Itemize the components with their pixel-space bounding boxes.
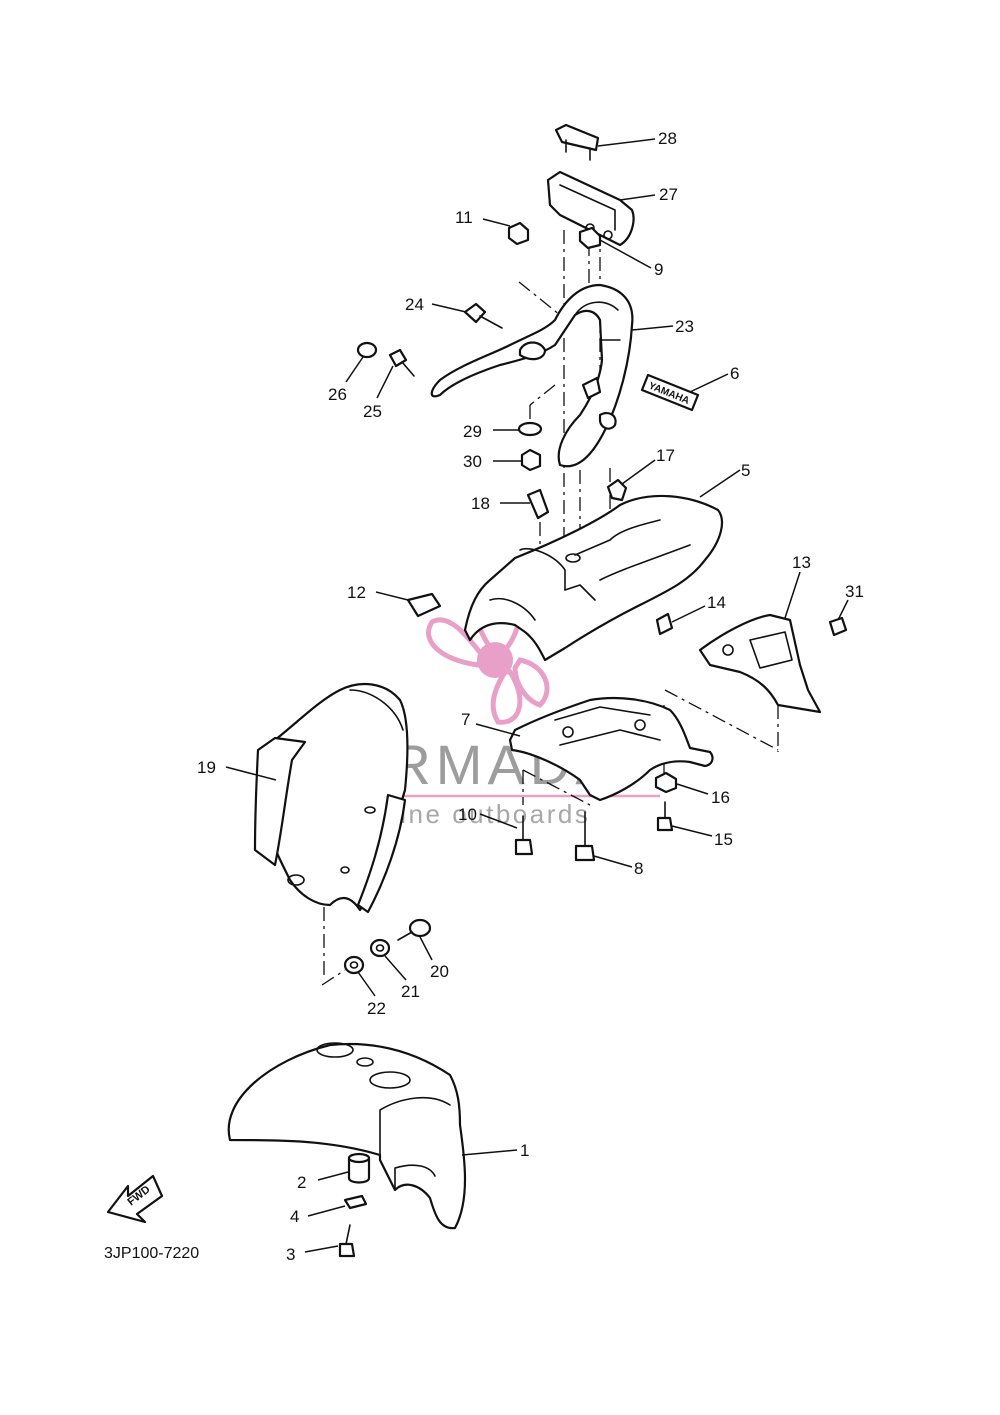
callout-28: 28: [658, 129, 677, 148]
part-decal-6: YAMAHA: [640, 373, 700, 412]
callout-23: 23: [675, 317, 694, 336]
part-tail-light-cover-13: [698, 613, 822, 714]
callout-13: 13: [792, 553, 811, 572]
part-washer-21: [369, 938, 391, 958]
callout-7: 7: [461, 710, 470, 729]
part-rear-fender-5: [463, 494, 723, 662]
part-bolt-8: [574, 811, 596, 862]
propeller-logo-icon: [426, 587, 550, 725]
part-washer-29: [517, 421, 543, 437]
part-bolt-15: [656, 801, 674, 832]
part-nut-16: [654, 771, 678, 794]
callout-15: 15: [714, 830, 733, 849]
callout-1: 1: [520, 1141, 529, 1160]
callout-3: 3: [286, 1245, 295, 1264]
callout-26: 26: [328, 385, 347, 404]
callout-16: 16: [711, 788, 730, 807]
callout-11: 11: [455, 208, 473, 227]
part-bolt-10: [514, 815, 534, 856]
callout-14: 14: [707, 593, 726, 612]
part-cover-28: [554, 123, 600, 161]
callout-10: 10: [458, 805, 477, 824]
part-nut-30: [520, 448, 542, 472]
callout-21: 21: [401, 982, 420, 1001]
part-rear-inner-fender-19: [253, 683, 409, 914]
callout-5: 5: [741, 461, 750, 480]
part-damper-14: [655, 612, 674, 636]
part-bolt-20: [397, 918, 432, 941]
callout-19: 19: [197, 758, 216, 777]
callout-20: 20: [430, 962, 449, 981]
callout-4: 4: [290, 1207, 299, 1226]
callout-29: 29: [463, 422, 482, 441]
callout-31: 31: [845, 582, 864, 601]
part-bracket-7: [508, 696, 714, 802]
callout-8: 8: [634, 859, 643, 878]
callout-9: 9: [654, 260, 663, 279]
callout-2: 2: [297, 1173, 306, 1192]
part-clip-18: [526, 488, 550, 520]
callout-27: 27: [659, 185, 678, 204]
callout-17: 17: [656, 446, 675, 465]
part-washer-22: [343, 955, 365, 975]
part-bolt-24: [463, 302, 503, 329]
callout-25: 25: [363, 402, 382, 421]
callout-12: 12: [347, 583, 366, 602]
part-clip-12: [406, 592, 442, 618]
part-collar-2: [347, 1152, 371, 1184]
part-nut-11: [507, 221, 530, 246]
part-bolt-3: [338, 1224, 356, 1258]
callout-labels: 1 2 3 4 5 6 7 8 9 10 11 12 13 14 15 16 1…: [197, 129, 864, 1264]
diagram-code: 3JP100-7220: [104, 1245, 199, 1262]
part-nut-9: [578, 226, 602, 250]
callout-6: 6: [730, 364, 739, 383]
part-clip-17: [606, 478, 628, 502]
part-grommet-31: [828, 616, 848, 637]
callout-22: 22: [367, 999, 386, 1018]
part-bolt-25: [388, 348, 415, 377]
callout-18: 18: [471, 494, 490, 513]
callout-24: 24: [405, 295, 424, 314]
part-nut-4: [343, 1194, 368, 1210]
callout-30: 30: [463, 452, 482, 471]
part-grab-bar-23: [430, 283, 634, 468]
part-cap-26: [356, 341, 378, 359]
leader-lines: [225, 138, 849, 1253]
fwd-arrow-icon: FWD: [106, 1174, 164, 1224]
part-front-fender-1: [227, 1042, 467, 1230]
